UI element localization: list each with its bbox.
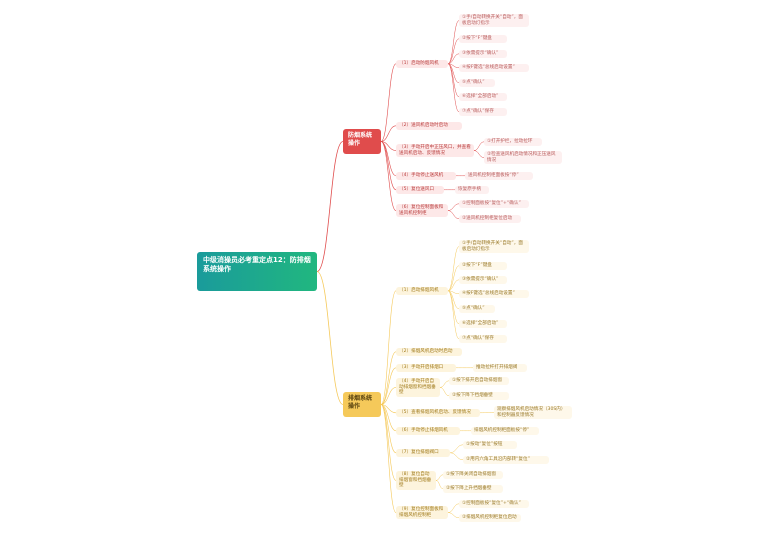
connector-yel-1-3 [447, 279, 460, 292]
yel-step-8[interactable]: （8）复位自动排烟窗和挡烟垂壁 [396, 471, 436, 490]
yel-step-6[interactable]: （6）手动停止排烟风机 [396, 427, 460, 435]
connector-red-1-1 [447, 20, 460, 65]
red-4-sub-1[interactable]: 送风机控制柜面板按“停” [465, 172, 533, 180]
yel-1-sub-2[interactable]: ②按下“F”键盘 [459, 262, 507, 270]
red-5-sub-1[interactable]: 恢复原手柄 [455, 186, 489, 194]
connector-red-5 [380, 141, 397, 191]
connector-red-1-6 [447, 63, 460, 98]
connector-yel-1 [380, 290, 397, 405]
yel-3-sub-1[interactable]: 推动拉杆打开排烟阀 [473, 364, 527, 372]
connector-yel-8-2 [435, 480, 444, 490]
red-step-5[interactable]: （5）复位送风口 [396, 186, 444, 194]
connector-yel-1-6 [447, 290, 460, 325]
yel-1-sub-4[interactable]: ④按F键选“总线启动设置” [459, 290, 529, 298]
red-1-sub-4[interactable]: ④按F键选“总线启动设置” [459, 64, 529, 72]
connector-yel-1-7 [447, 290, 460, 340]
red-step-1[interactable]: （1）启动防烟风机 [396, 60, 448, 68]
red-step-3[interactable]: （3）手动开启中正压风口，并查看送风机启动、反馈情况 [396, 144, 474, 158]
connector-yel-9-1 [447, 503, 460, 513]
red-step-2[interactable]: （2）送风机启动时启动 [396, 122, 462, 130]
connector-yel-7 [380, 404, 397, 454]
connector-red-6 [380, 141, 397, 211]
yel-5-sub-1[interactable]: 观察排烟风机启动情况（30S内）和控制器反馈情况 [494, 406, 572, 420]
connector-yel-4-2 [439, 387, 450, 397]
red-1-sub-1[interactable]: ①手/自动转换开关“自动”，面板启动灯指示 [459, 14, 529, 28]
connector-root-yel [316, 271, 344, 405]
connector-yel-4 [380, 387, 397, 405]
connector-yel-8-1 [435, 474, 444, 481]
red-1-sub-5[interactable]: ⑤点“确认” [459, 79, 495, 87]
yel-step-5[interactable]: （5）查看排烟风机启动、反馈情况 [396, 409, 480, 417]
yel-step-3[interactable]: （3）手动开启排烟口 [396, 364, 456, 372]
yel-7-sub-2[interactable]: ②用内六角工具沿内部转“复位” [463, 456, 549, 464]
yel-8-sub-2[interactable]: ②按下降上升挡烟垂壁 [443, 485, 503, 493]
connector-red-3-1 [473, 141, 485, 151]
yel-1-sub-7[interactable]: ⑦点“确认”保存 [459, 335, 507, 343]
connector-red-3-2 [473, 150, 485, 158]
yel-step-2[interactable]: （2）排烟风机启动时启动 [396, 348, 462, 356]
root-node[interactable]: 中级消操员必考重定点12：防排烟系统操作 [197, 252, 317, 291]
connector-yel-1-1 [447, 246, 460, 292]
branch-smoke-exhaust[interactable]: 排烟系统操作 [343, 392, 381, 417]
yel-step-4[interactable]: （4）手动开启自动排烟窗和挡烟垂壁 [396, 378, 440, 397]
yel-8-sub-1[interactable]: ①按下降关闭自动排烟窗 [443, 471, 503, 479]
connector-yel-9 [380, 404, 397, 513]
connector-yel-1-2 [447, 265, 460, 292]
connector-root-red [316, 141, 344, 272]
yel-1-sub-3[interactable]: ③依需提示“确认” [459, 276, 507, 284]
red-3-sub-1[interactable]: ①打开护栏，拉动拉环 [484, 138, 542, 146]
branch-smoke-prevention[interactable]: 防烟系统操作 [343, 129, 381, 154]
yel-4-sub-2[interactable]: ②按下降下挡烟垂壁 [449, 392, 509, 400]
connector-yel-3 [380, 367, 397, 405]
yel-6-sub-1[interactable]: 排烟风机控制柜面板按“停” [471, 427, 539, 435]
yel-step-1[interactable]: （1）启动排烟风机 [396, 287, 448, 295]
yel-step-9[interactable]: （9）复位控制面板和排烟风机控制柜 [396, 506, 448, 520]
connector-red-2 [380, 125, 397, 142]
connector-yel-1-4 [447, 290, 460, 295]
yel-4-sub-1[interactable]: ①按下排开启自动排烟窗 [449, 377, 509, 385]
red-6-sub-2[interactable]: ②送风机控制柜复位启动 [459, 215, 521, 223]
yel-1-sub-5[interactable]: ⑤点“确认” [459, 305, 495, 313]
connector-red-6-2 [447, 210, 460, 220]
connector-red-6-1 [447, 203, 460, 211]
connector-red-1 [380, 63, 397, 142]
red-1-sub-3[interactable]: ③依需提示“确认” [459, 50, 507, 58]
yel-1-sub-1[interactable]: ①手/自动转换开关“自动”，面板启动灯指示 [459, 240, 529, 254]
connector-yel-9-2 [447, 512, 460, 519]
connector-red-1-2 [447, 38, 460, 65]
yel-step-7[interactable]: （7）复位排烟阀口 [396, 449, 450, 457]
connector-yel-7-2 [449, 452, 464, 461]
connector-red-1-7 [447, 63, 460, 113]
connector-yel-8 [380, 404, 397, 481]
connector-red-4 [380, 141, 397, 177]
red-1-sub-2[interactable]: ②按下“F”键盘 [459, 35, 507, 43]
red-6-sub-1[interactable]: ①控制面板按“复位”+“确认” [459, 200, 529, 208]
yel-9-sub-2[interactable]: ②排烟风机控制柜复位启动 [459, 514, 521, 522]
connector-red-1-4 [447, 63, 460, 69]
red-1-sub-7[interactable]: ⑦点“确认”保存 [459, 108, 507, 116]
connector-red-3 [380, 141, 397, 151]
red-step-6[interactable]: （6）复位控制面板和送风机控制柜 [396, 204, 448, 218]
red-3-sub-2[interactable]: ②检查送风机启动情况和正压送风情况 [484, 151, 562, 165]
connector-yel-4-1 [439, 380, 450, 388]
red-1-sub-6[interactable]: ⑥选择“全部启动” [459, 93, 507, 101]
yel-7-sub-1[interactable]: ①按动“复位”按钮 [463, 441, 517, 449]
red-step-4[interactable]: （4）手动停止送风机 [396, 172, 456, 180]
connector-yel-7-1 [449, 444, 464, 454]
yel-1-sub-6[interactable]: ⑥选择“全部启动” [459, 320, 507, 328]
yel-9-sub-1[interactable]: ①控制面板按“复位”+“确认” [459, 500, 529, 508]
connector-red-1-3 [447, 53, 460, 65]
